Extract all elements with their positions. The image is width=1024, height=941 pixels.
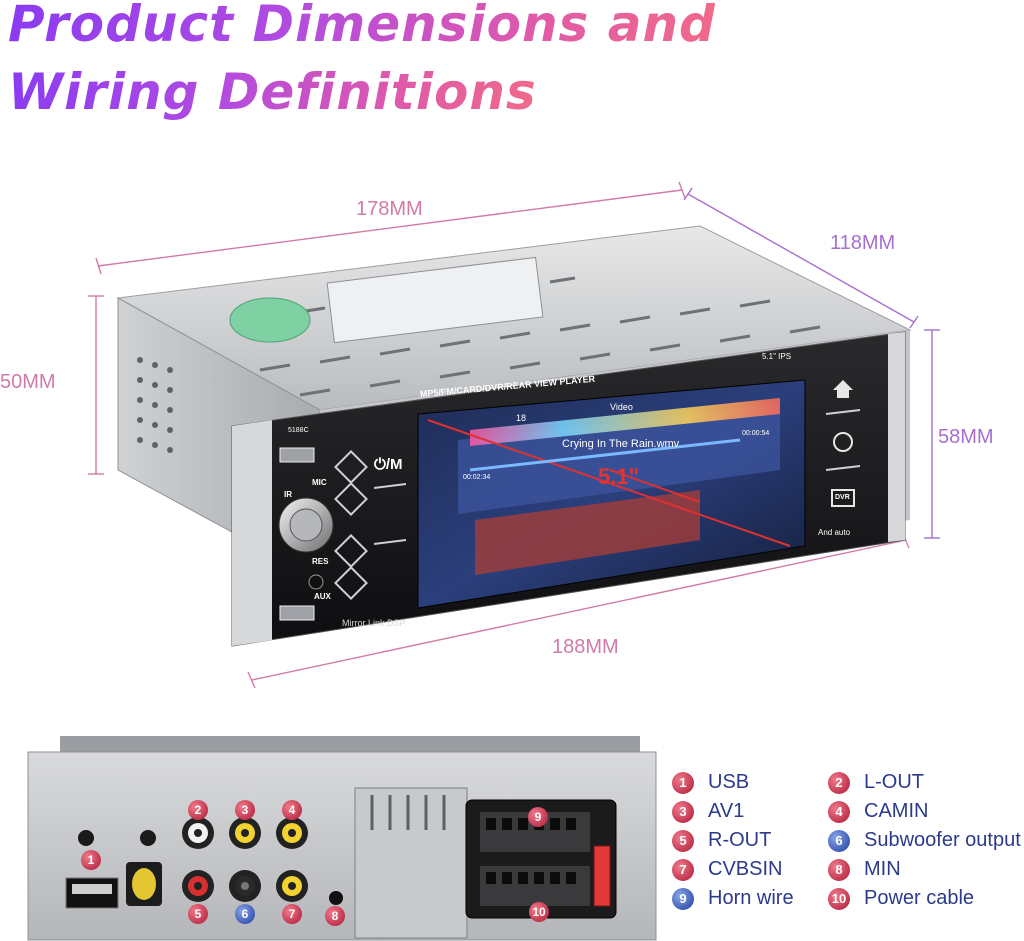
legend-label: L-OUT [864, 771, 924, 793]
front-panel [231, 331, 906, 647]
pin-marker-9: 9 [528, 807, 548, 827]
volume-value: 18 [516, 413, 527, 423]
time-elapsed: 00:02:34 [463, 474, 491, 481]
legend-label: Power cable [864, 887, 975, 909]
legend-label: AV1 [708, 800, 745, 822]
legend-item-power-cable: 10 Power cable [828, 887, 974, 910]
legend-badge: 7 [672, 858, 694, 881]
pin-marker-8: 8 [325, 906, 345, 926]
screen-size-overlay: 5.1" [598, 464, 640, 489]
pin-marker-10: 10 [529, 902, 549, 922]
video-label: Video [610, 402, 633, 412]
pin-marker-7: 7 [282, 904, 302, 924]
dimension-panel-height: 58MM [938, 426, 994, 448]
dvr-label: DVR [835, 494, 850, 501]
ir-label: IR [284, 490, 292, 499]
pin-marker-4: 4 [282, 800, 302, 820]
dimension-panel-width: 188MM [552, 636, 619, 658]
pin-marker-3: 3 [235, 800, 255, 820]
legend-label: CVBSIN [708, 858, 783, 880]
legend-badge: 4 [828, 800, 850, 823]
legend-item-min: 8 MIN [828, 858, 901, 881]
pin-marker-1: 1 [81, 850, 101, 870]
legend-label: USB [708, 771, 750, 793]
dimension-width-top: 178MM [356, 198, 423, 220]
track-title: Crying In The Rain.wmv [562, 438, 680, 450]
carplay-android-auto-label: And auto [818, 528, 851, 537]
screen-size-label: 5.1" IPS [762, 352, 792, 361]
legend-item-horn-wire: 9 Horn wire [672, 887, 794, 910]
aux-label: AUX [314, 592, 331, 601]
legend-label: CAMIN [864, 800, 929, 822]
legend-badge: 2 [828, 771, 850, 794]
legend-label: Horn wire [708, 887, 794, 909]
mic-label: MIC [312, 478, 327, 487]
legend-item-r-out: 5 R-OUT [672, 829, 771, 852]
legend-badge: 1 [672, 771, 694, 794]
legend-label: Subwoofer output [864, 829, 1021, 851]
dimension-depth: 118MM [830, 232, 896, 254]
title-line-2: Wiring Definitions [8, 63, 537, 121]
legend-label: R-OUT [708, 829, 772, 851]
dimension-body-height: 50MM [0, 371, 56, 393]
legend-item-subwoofer-output: 6 Subwoofer output [828, 829, 1021, 852]
legend-item-av1: 3 AV1 [672, 800, 744, 823]
legend-item-cvbsin: 7 CVBSIN [672, 858, 782, 881]
time-total: 00:00:54 [742, 430, 770, 437]
legend-badge: 3 [672, 800, 694, 823]
pin-marker-5: 5 [188, 904, 208, 924]
legend-badge: 9 [672, 887, 694, 910]
legend-item-l-out: 2 L-OUT [828, 771, 924, 794]
legend-badge: 5 [672, 829, 694, 852]
usb-port-label: 5188C [288, 427, 309, 434]
pin-marker-2: 2 [188, 800, 208, 820]
legend-badge: 8 [828, 858, 850, 881]
legend-item-camin: 4 CAMIN [828, 800, 928, 823]
title-line-1: Product Dimensions and [8, 0, 716, 54]
dimension-lines [88, 181, 940, 689]
power-mode-button[interactable]: ⏻/M [374, 456, 403, 473]
legend-badge: 6 [828, 829, 850, 852]
res-label: RES [312, 557, 329, 566]
legend-label: MIN [864, 858, 901, 880]
brand-line: Mirror Link DSP [342, 618, 406, 628]
legend-badge: 10 [828, 887, 850, 910]
pin-marker-6: 6 [235, 904, 255, 924]
legend-item-usb: 1 USB [672, 771, 749, 794]
